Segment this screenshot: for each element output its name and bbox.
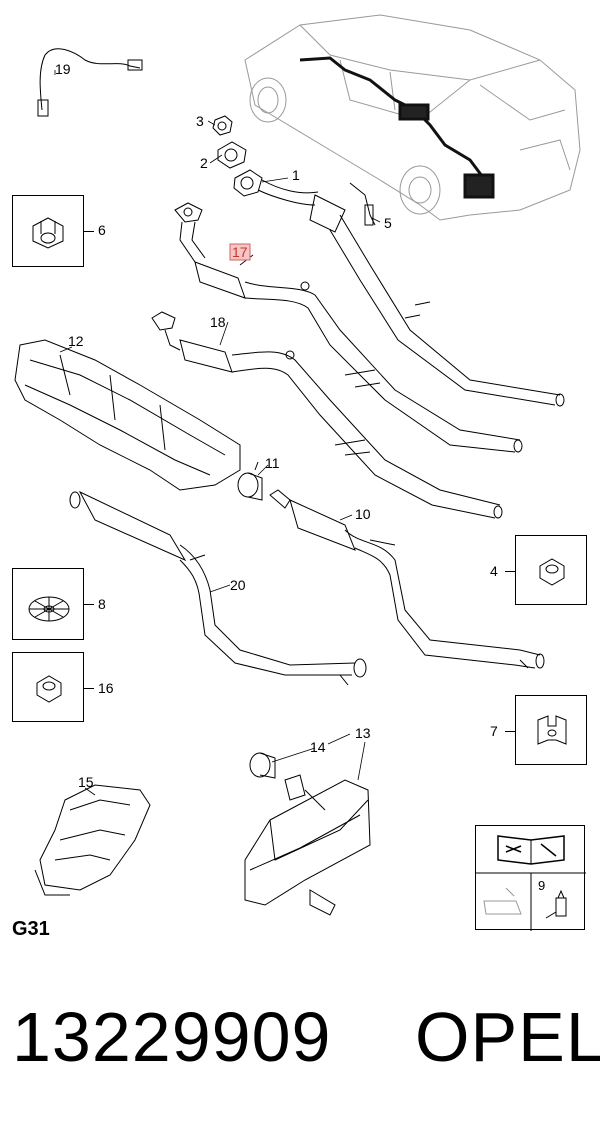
callout-4: 4: [490, 563, 498, 579]
callout-18: 18: [210, 314, 226, 330]
detail-box-4: [515, 535, 587, 605]
part-18-front-pipe: [151, 311, 503, 519]
diagram-code: G31: [12, 918, 50, 940]
part-2-gasket: [217, 141, 247, 169]
box-7-tick: [505, 731, 515, 732]
box-8-tick: [84, 604, 94, 605]
callout-12: 12: [68, 333, 84, 349]
detail-box-16: [12, 652, 84, 722]
part-number: 13229909: [12, 998, 332, 1076]
detail-box-9: 9: [475, 825, 586, 931]
callout-17: 17: [232, 244, 248, 260]
hex-nut-icon: [36, 675, 62, 703]
callout-10: 10: [355, 506, 371, 522]
callout-7: 7: [490, 723, 498, 739]
callout-15: 15: [78, 774, 94, 790]
part-10-muffler: [269, 489, 545, 669]
highlight-box-17: [229, 243, 251, 261]
part-13-rear-muffler: [244, 774, 371, 916]
callout-16: 16: [98, 680, 114, 696]
callout-1: 1: [292, 167, 300, 183]
box-4-tick: [505, 571, 515, 572]
exhaust-system-diagram: 1 2 3 5 17 18 12 11 10 20 14 13 15 19: [14, 14, 581, 916]
callout-13: 13: [355, 725, 371, 741]
callout-6: 6: [98, 222, 106, 238]
service-manual-icon: [476, 835, 586, 931]
callout-3: 3: [196, 113, 204, 129]
callout-8: 8: [98, 596, 106, 612]
brand: OPEL: [415, 998, 600, 1076]
box-16-tick: [84, 688, 94, 689]
part-14-clamp: [249, 752, 276, 779]
callout-20: 20: [230, 577, 246, 593]
hex-nut-icon: [539, 558, 565, 586]
callout-5: 5: [384, 215, 392, 231]
part-11-clamp: [237, 461, 263, 501]
detail-box-6: [12, 195, 84, 267]
detail-box-8: [12, 568, 84, 640]
box-6-tick: [84, 231, 94, 232]
bracket-icon: [32, 217, 64, 249]
part-5-sensor: [349, 182, 376, 226]
callout-19: 19: [55, 61, 71, 77]
callout-2: 2: [200, 155, 208, 171]
callout-9: 9: [538, 878, 546, 893]
part-17-front-pipe: [174, 202, 523, 453]
part-1-front-pipe: [233, 169, 565, 407]
part-20-muffler: [69, 490, 367, 686]
rubber-hanger-icon: [537, 715, 567, 745]
callout-labels: 1 2 3 5 17 18 12 11 10 20 14 13 15 19: [55, 61, 392, 790]
lock-washer-icon: [28, 596, 70, 622]
callout-11: 11: [265, 455, 280, 471]
leader-lines: [54, 70, 381, 796]
part-3-nut: [212, 115, 233, 136]
part-12-heat-shield: [14, 339, 241, 491]
detail-box-7: [515, 695, 587, 765]
car-illustration: [244, 14, 581, 221]
part-19-sensor-cable: [37, 48, 143, 117]
part-15-heat-shield: [34, 784, 151, 896]
callout-14: 14: [310, 739, 326, 755]
car-exhaust-route: [299, 56, 495, 199]
